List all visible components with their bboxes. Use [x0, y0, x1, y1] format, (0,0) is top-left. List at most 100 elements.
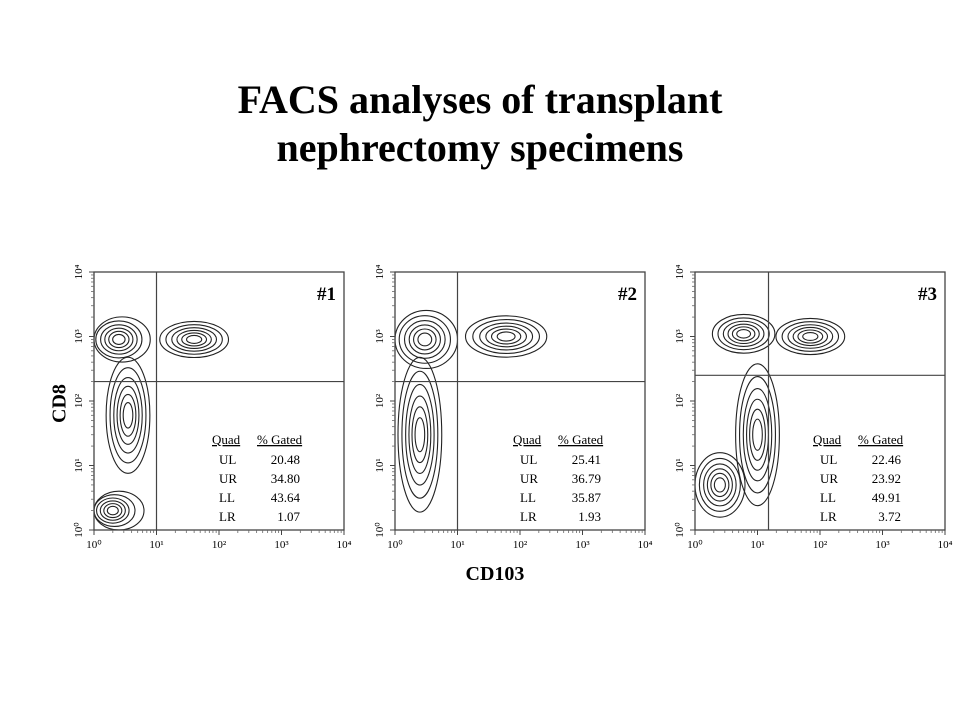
- contour-ring: [749, 408, 766, 461]
- contour-ring: [112, 333, 126, 345]
- stats-quad-ll: LL: [820, 490, 836, 505]
- y-tick-label: 10²: [73, 393, 85, 408]
- x-tick-label: 10¹: [750, 539, 764, 551]
- stats-value-ul: 20.48: [271, 452, 300, 467]
- contour-ring: [96, 497, 130, 524]
- contour-ring: [105, 356, 151, 474]
- stats-value-ll: 35.87: [572, 490, 602, 505]
- x-tick-label: 10⁴: [938, 539, 953, 551]
- contour-ring: [104, 327, 134, 352]
- stats-quad-ur: UR: [219, 471, 237, 486]
- y-tick-label: 10¹: [374, 458, 386, 472]
- chart-title-line2: nephrectomy specimens: [276, 125, 684, 170]
- stats-header-quad: Quad: [513, 432, 542, 447]
- contour-ring: [176, 329, 212, 350]
- contour-ring: [397, 356, 443, 513]
- stats-quad-ul: UL: [219, 452, 236, 467]
- stats-quad-lr: LR: [520, 509, 537, 524]
- stats-value-lr: 1.93: [578, 509, 601, 524]
- contour-ring: [398, 315, 451, 364]
- stats-value-lr: 1.07: [277, 509, 300, 524]
- contour-ring: [485, 325, 527, 348]
- contour-ring: [706, 468, 733, 502]
- contour-ring: [405, 383, 435, 486]
- contour-ring: [775, 317, 846, 356]
- contour-ring: [109, 367, 147, 464]
- contour-ring: [479, 322, 534, 351]
- x-tick-label: 10⁰: [387, 539, 403, 551]
- contour-ring: [781, 321, 840, 352]
- stats-header-quad: Quad: [212, 432, 241, 447]
- contour-ring: [496, 331, 516, 342]
- y-tick-label: 10³: [674, 329, 686, 344]
- contour-ring: [100, 324, 138, 355]
- y-tick-label: 10³: [374, 329, 386, 344]
- x-tick-label: 10³: [575, 539, 590, 551]
- x-tick-label: 10⁴: [337, 539, 352, 551]
- contour-ring: [99, 500, 126, 521]
- contour-ring: [802, 331, 819, 342]
- panel-label: #3: [918, 284, 937, 305]
- stats-quad-lr: LR: [219, 509, 236, 524]
- contour-ring: [93, 490, 145, 531]
- x-tick-label: 10³: [875, 539, 890, 551]
- stats-quad-ul: UL: [520, 452, 537, 467]
- contour-ring: [401, 370, 439, 499]
- contour-ring: [713, 477, 726, 493]
- contour-ring: [119, 393, 137, 437]
- y-tick-label: 10⁴: [674, 264, 686, 279]
- contour-ring: [710, 472, 730, 498]
- contour-ring: [186, 334, 203, 344]
- contour-ring: [464, 315, 548, 358]
- stats-quad-ul: UL: [820, 452, 837, 467]
- contour-ring: [722, 320, 765, 347]
- contour-ring: [159, 320, 230, 359]
- stats-quad-ur: UR: [820, 471, 838, 486]
- contour-ring: [181, 332, 208, 347]
- stats-value-ul: 25.41: [572, 452, 601, 467]
- contour-ring: [694, 452, 746, 518]
- x-tick-label: 10⁰: [687, 539, 703, 551]
- stats-value-ur: 23.92: [872, 471, 901, 486]
- contour-ring: [698, 457, 741, 512]
- contour-ring: [417, 332, 433, 347]
- y-tick-label: 10⁴: [374, 264, 386, 279]
- contour-ring: [414, 417, 426, 453]
- y-tick-label: 10⁰: [374, 522, 386, 538]
- contour-ring: [731, 326, 756, 342]
- y-axis-label: CD8: [48, 384, 71, 423]
- stats-value-ur: 36.79: [572, 471, 601, 486]
- contour-ring: [408, 395, 432, 474]
- contour-ring: [490, 328, 522, 345]
- contour-ring: [108, 330, 130, 349]
- y-tick-label: 10⁴: [73, 264, 85, 279]
- stats-quad-ll: LL: [219, 490, 235, 505]
- chart-title-line1: FACS analyses of transplant: [237, 77, 723, 122]
- contour-ring: [472, 319, 540, 354]
- x-tick-label: 10¹: [450, 539, 464, 551]
- stats-header-quad: Quad: [813, 432, 842, 447]
- x-axis-label: CD103: [465, 563, 525, 585]
- x-tick-label: 10¹: [149, 539, 163, 551]
- y-tick-label: 10³: [73, 329, 85, 344]
- contour-ring: [717, 317, 770, 351]
- contour-ring: [116, 385, 140, 445]
- contour-ring: [165, 324, 223, 355]
- x-tick-label: 10³: [274, 539, 289, 551]
- stats-quad-lr: LR: [820, 509, 837, 524]
- stats-header-gated: % Gated: [858, 432, 904, 447]
- y-tick-label: 10⁰: [73, 522, 85, 538]
- x-tick-label: 10²: [212, 539, 227, 551]
- y-tick-label: 10²: [374, 393, 386, 408]
- stats-quad-ur: UR: [520, 471, 538, 486]
- contour-ring: [408, 324, 441, 355]
- stats-value-ll: 43.64: [271, 490, 301, 505]
- stats-quad-ll: LL: [520, 490, 536, 505]
- contour-ring: [703, 463, 737, 507]
- contour-ring: [113, 377, 143, 454]
- x-tick-label: 10⁰: [86, 539, 102, 551]
- contour-ring: [736, 329, 752, 339]
- x-tick-label: 10²: [513, 539, 528, 551]
